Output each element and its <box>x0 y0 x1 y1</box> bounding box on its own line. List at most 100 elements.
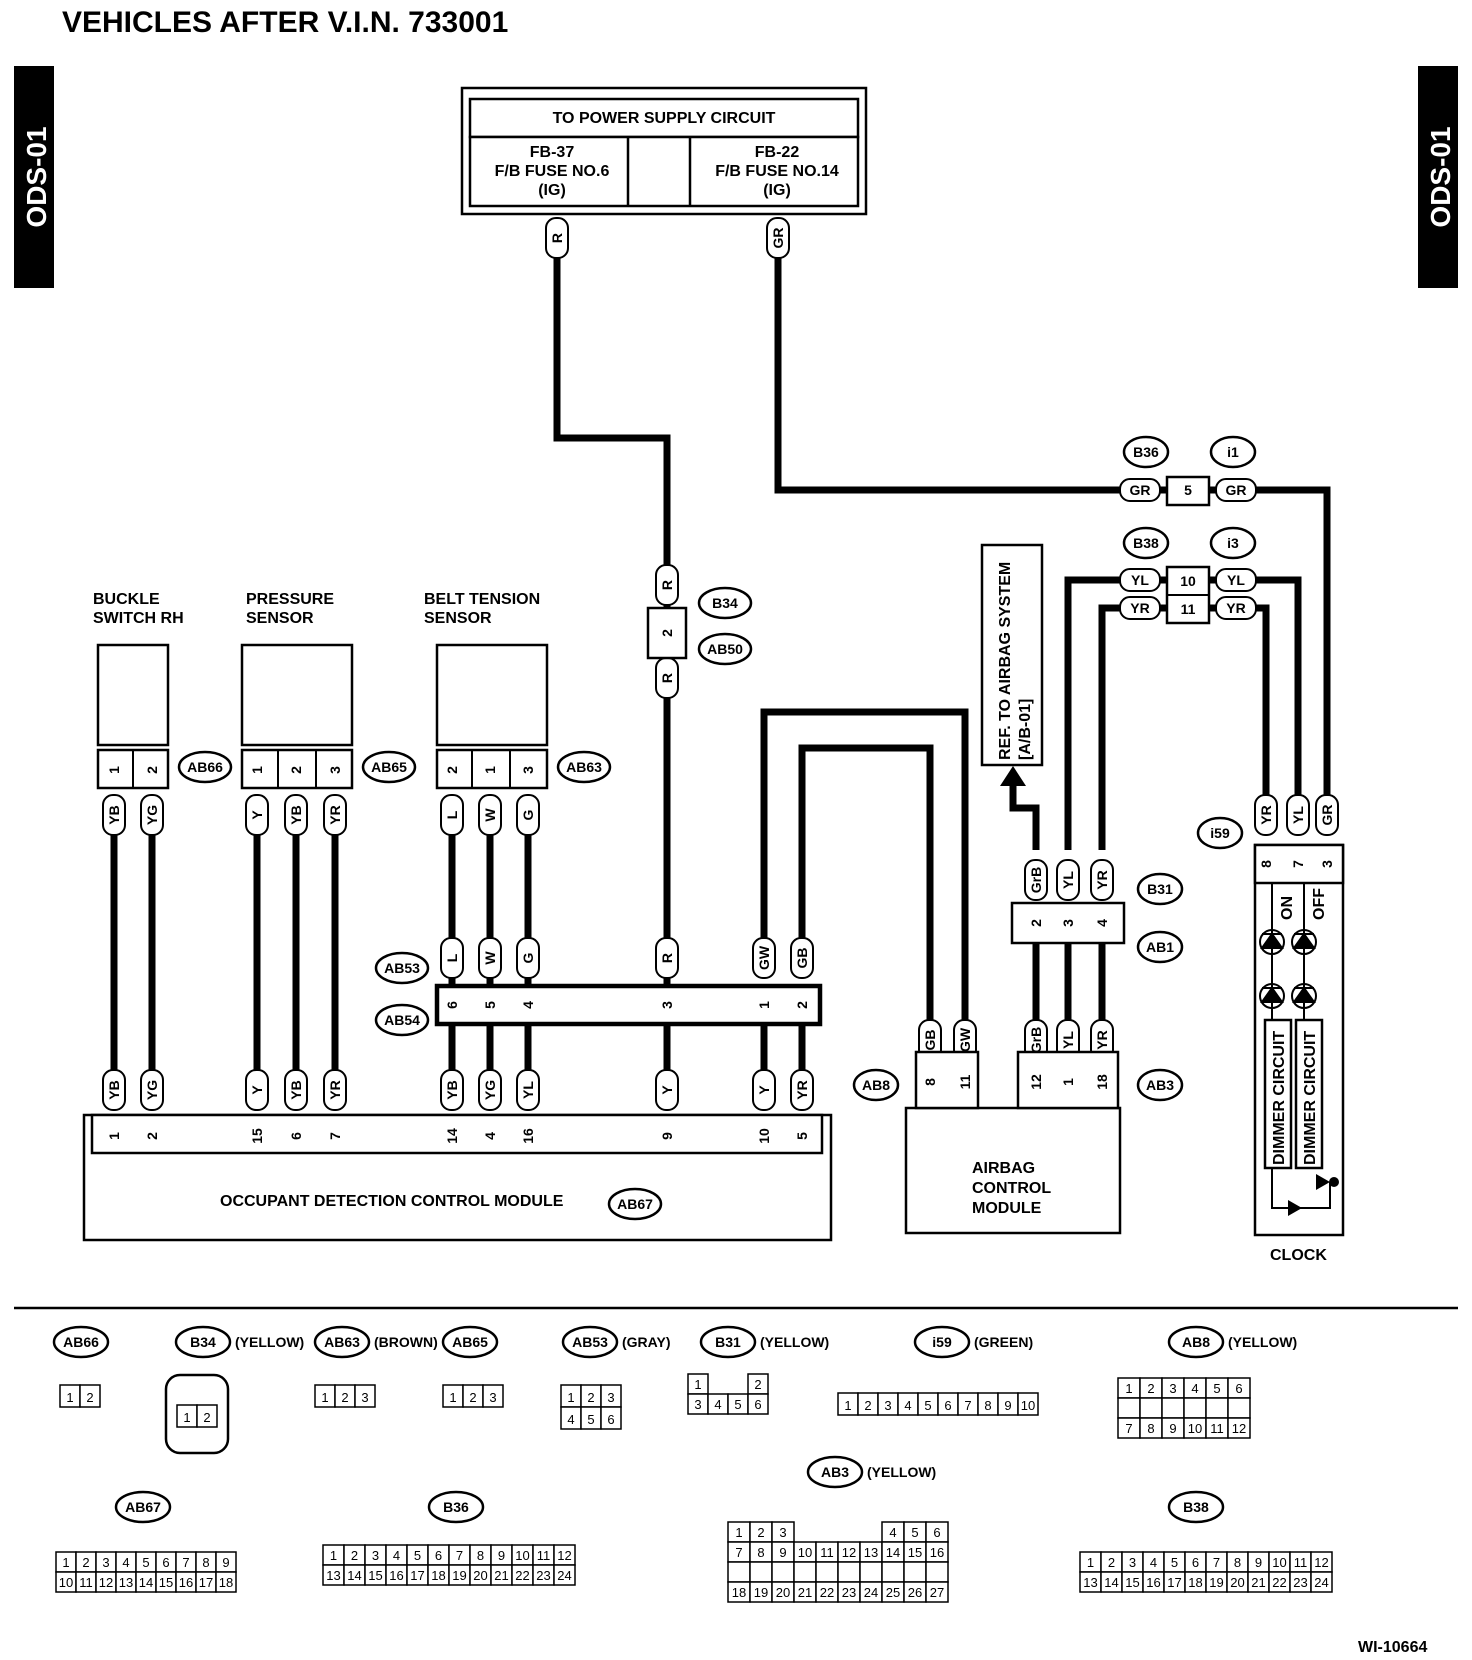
clock-off-label: OFF <box>1311 888 1328 920</box>
wire-color-label: G <box>520 809 536 820</box>
pressure-sensor-label-1: PRESSURE <box>246 591 334 608</box>
wire-color-label: W <box>482 808 498 822</box>
legend-id-b36: B36 <box>427 1490 485 1524</box>
legend-id-label: AB67 <box>125 1499 161 1515</box>
connector-id-label: i3 <box>1227 535 1239 551</box>
pin-number: 3 <box>327 766 343 774</box>
wire-color-label: YG <box>144 1080 160 1100</box>
wire-color-tag: YR <box>323 794 347 836</box>
pin-cell: 8 <box>1147 1421 1154 1436</box>
connector-id-b38: B38 <box>1122 526 1170 560</box>
power-supply-box: TO POWER SUPPLY CIRCUIT FB-37 F/B FUSE N… <box>460 86 868 216</box>
pin-cell: 3 <box>372 1548 379 1563</box>
belt-tension-label-1: BELT TENSION <box>424 591 540 608</box>
wire-color-tag: Y <box>655 1069 679 1111</box>
ref-label-2: [A/B-01] <box>1017 699 1034 760</box>
wire-color-tag: GrB <box>1024 1019 1048 1061</box>
pin-cell: 16 <box>1146 1575 1160 1590</box>
wire-color-label: YB <box>444 1080 460 1099</box>
wire-color-label: R <box>659 953 675 963</box>
legend-color-label: (BROWN) <box>374 1334 438 1350</box>
wire-color-tag: YL <box>1215 568 1257 592</box>
pin-cell: 1 <box>735 1525 742 1540</box>
legend-id-label: B36 <box>443 1499 469 1515</box>
wire-color-label: L <box>444 953 460 962</box>
pin-cell: 3 <box>1169 1381 1176 1396</box>
wire-color-label: Y <box>249 810 265 820</box>
legend-color-label: (YELLOW) <box>867 1464 936 1480</box>
pin-cell: 17 <box>1167 1575 1181 1590</box>
pin-cell: 4 <box>904 1398 911 1413</box>
side-tab-left: ODS-01 <box>14 66 54 288</box>
pin-cell: 3 <box>607 1390 614 1405</box>
wire-color-label: YG <box>144 805 160 825</box>
pin-cell: 2 <box>86 1390 93 1405</box>
pin-number: 3 <box>520 766 536 774</box>
connector-id-i59: i59 <box>1196 816 1244 850</box>
pin-cell: 14 <box>886 1545 900 1560</box>
pin-cell: 6 <box>607 1412 614 1427</box>
wire-color-tag: W <box>478 794 502 836</box>
pin-cell: 9 <box>222 1555 229 1570</box>
pin-cell: 7 <box>182 1555 189 1570</box>
connector-id-ab53: AB53 <box>374 951 430 985</box>
clock-assembly: DIMMER CIRCUIT DIMMER CIRCUIT ON OFF CLO… <box>1253 843 1345 1264</box>
connector-id-ab50: AB50 <box>697 632 753 666</box>
wire-color-label: GrB <box>1028 867 1044 893</box>
pin-cell: 1 <box>330 1548 337 1563</box>
pin-cell: 15 <box>368 1568 382 1583</box>
pin-cell: 3 <box>102 1555 109 1570</box>
legend-id-label: B38 <box>1183 1499 1209 1515</box>
pin-cell: 1 <box>694 1377 701 1392</box>
legend-id-label: i59 <box>932 1334 952 1350</box>
acm-label-1: AIRBAG <box>972 1160 1035 1177</box>
legend-id-label: AB66 <box>63 1334 99 1350</box>
legend-color-label: (YELLOW) <box>1228 1334 1297 1350</box>
pin-number: 4 <box>520 1001 536 1009</box>
pin-cell: 21 <box>494 1568 508 1583</box>
pin-cell: 6 <box>933 1525 940 1540</box>
pin-cell: 8 <box>984 1398 991 1413</box>
pin-number: 2 <box>794 1001 810 1009</box>
pin-cell: 9 <box>779 1545 786 1560</box>
connector-id-ab67: AB67 <box>607 1187 663 1221</box>
pin-cell: 4 <box>714 1397 721 1412</box>
pin-cell: 21 <box>798 1585 812 1600</box>
odcm-label: OCCUPANT DETECTION CONTROL MODULE <box>220 1193 564 1210</box>
pin-cell: 4 <box>1191 1381 1198 1396</box>
wire-color-tag: GW <box>953 1019 977 1061</box>
pin-cell: 22 <box>1272 1575 1286 1590</box>
wire-color-label: YB <box>288 805 304 824</box>
pin-cell: 13 <box>864 1545 878 1560</box>
pin-number: 7 <box>1290 860 1306 868</box>
wire-color-tag: R <box>655 564 679 606</box>
pin-cell: 2 <box>864 1398 871 1413</box>
wire-color-tag: GB <box>790 937 814 979</box>
pin-number: 4 <box>1094 919 1110 927</box>
pin-cell: 1 <box>183 1410 190 1425</box>
legend-id-label: AB65 <box>452 1334 488 1350</box>
occupant-detection-control-module: OCCUPANT DETECTION CONTROL MODULE <box>82 1113 833 1242</box>
wire-color-label: GR <box>770 228 786 249</box>
pin-cell: 10 <box>59 1575 73 1590</box>
pin-cell: 1 <box>321 1390 328 1405</box>
airbag-control-module: AIRBAG CONTROL MODULE <box>904 1050 1122 1235</box>
pin-cell: 5 <box>911 1525 918 1540</box>
pin-cell: 8 <box>477 1548 484 1563</box>
connector-id-label: AB65 <box>371 759 407 775</box>
pin-cell: 21 <box>1251 1575 1265 1590</box>
connector-id-label: AB50 <box>707 641 743 657</box>
pin-cell: 15 <box>1125 1575 1139 1590</box>
pin-number: 16 <box>520 1128 536 1144</box>
pin-cell: 18 <box>431 1568 445 1583</box>
pin-cell: 5 <box>142 1555 149 1570</box>
pin-number: 6 <box>444 1001 460 1009</box>
pin-number: 2 <box>144 1132 160 1140</box>
pin-number: 10 <box>1180 573 1196 589</box>
